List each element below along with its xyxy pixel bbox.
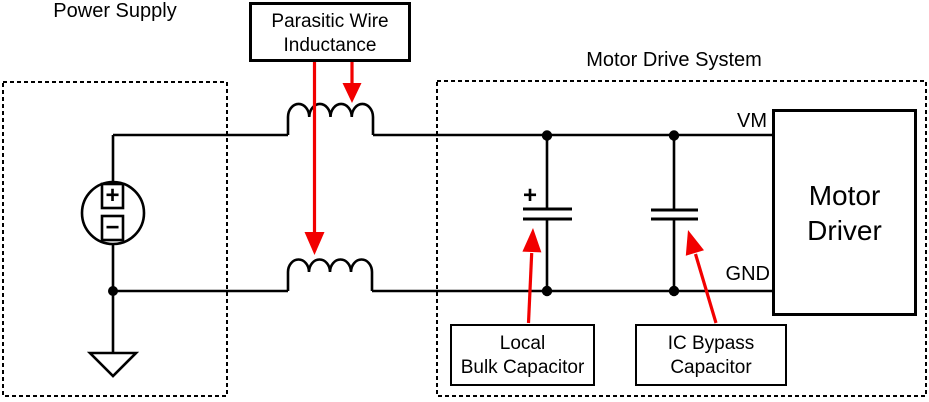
callout-text-line: Parasitic Wire bbox=[271, 11, 389, 32]
callout-text-line: Bulk Capacitor bbox=[460, 357, 585, 378]
ground-symbol bbox=[86, 351, 140, 378]
callout-text-line: Local bbox=[499, 333, 546, 354]
bottom-parasitic-inductor bbox=[286, 258, 374, 291]
parasitic-inductance-callout: Parasitic Wire Inductance bbox=[249, 2, 411, 62]
power-supply-label: Power Supply bbox=[53, 0, 177, 22]
source-plus-symbol: + bbox=[105, 182, 119, 209]
local-bulk-capacitor-callout: Local Bulk Capacitor bbox=[450, 324, 595, 386]
junction-dot bbox=[541, 285, 553, 297]
bulk-cap-arrow bbox=[522, 228, 542, 324]
junction-dot bbox=[668, 130, 680, 141]
power-supply-boundary bbox=[2, 81, 228, 397]
callout-text-line: Capacitor bbox=[670, 357, 752, 378]
source-plus-terminal bbox=[100, 182, 125, 210]
motor-drive-system-boundary bbox=[436, 80, 927, 397]
parasitic-arrow-long bbox=[304, 62, 325, 255]
callout-text-line: Inductance bbox=[283, 35, 377, 56]
junction-dot bbox=[668, 285, 680, 297]
bulk-cap-polarity-symbol: + bbox=[523, 182, 537, 209]
motor-drive-system-label: Motor Drive System bbox=[586, 49, 762, 71]
source-minus-terminal bbox=[100, 214, 125, 242]
vm-pin-label: VM bbox=[737, 110, 767, 132]
junction-dot bbox=[108, 286, 118, 296]
motor-driver-block: Motor Driver bbox=[772, 109, 917, 316]
source-minus-symbol: − bbox=[105, 214, 119, 241]
motor-driver-text-line: Motor bbox=[808, 179, 881, 211]
gnd-pin-label: GND bbox=[725, 263, 770, 285]
callout-text-line: IC Bypass bbox=[667, 333, 755, 354]
junction-dot bbox=[541, 130, 553, 141]
parasitic-arrow-short bbox=[342, 62, 362, 103]
ic-bypass-capacitor-callout: IC Bypass Capacitor bbox=[635, 324, 787, 386]
top-parasitic-inductor bbox=[286, 102, 375, 135]
bypass-cap-arrow bbox=[685, 230, 718, 324]
motor-driver-text-line: Driver bbox=[807, 214, 882, 246]
